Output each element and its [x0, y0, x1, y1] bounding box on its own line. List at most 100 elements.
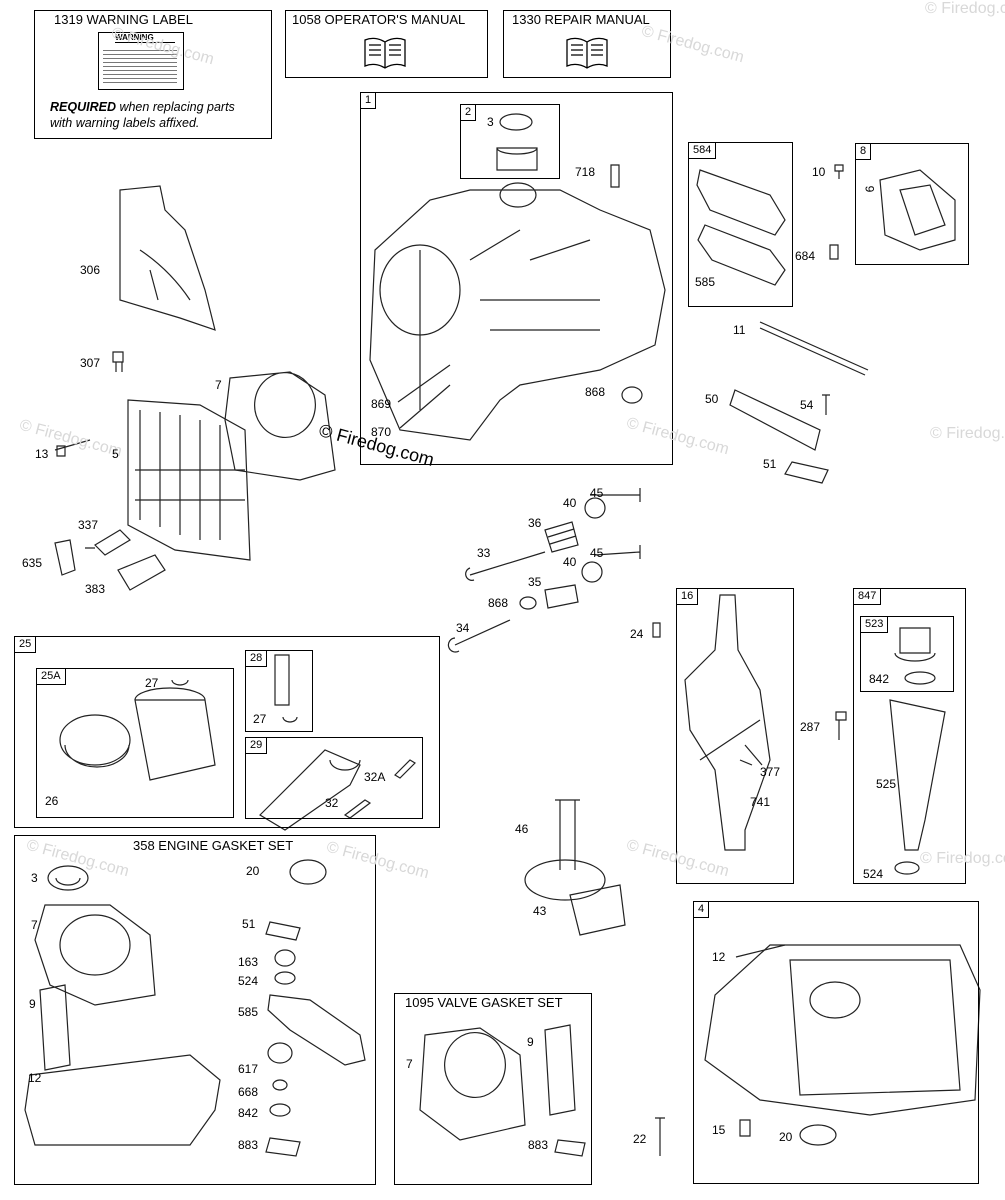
part-383[interactable]: 383	[85, 582, 106, 596]
camshaft-46	[524, 799, 606, 901]
part-27[interactable]: 27	[253, 712, 267, 726]
part-45[interactable]: 45	[590, 486, 604, 500]
group-tag-2: 2	[460, 104, 477, 121]
part-15[interactable]: 15	[712, 1123, 726, 1137]
valve-set-part-9[interactable]: 9	[527, 1035, 534, 1049]
part-36[interactable]: 36	[528, 516, 542, 530]
valve-set-part-883[interactable]: 883	[528, 1138, 549, 1152]
part-287[interactable]: 287	[800, 720, 821, 734]
part-868[interactable]: 868	[585, 385, 606, 399]
part-869[interactable]: 869	[371, 397, 392, 411]
part-45[interactable]: 45	[590, 546, 604, 560]
spring-36	[544, 521, 579, 553]
part-43[interactable]: 43	[533, 904, 547, 918]
part-585[interactable]: 585	[695, 275, 716, 289]
leader-869	[397, 364, 451, 403]
seal-3	[47, 865, 89, 891]
oring-842-set	[269, 1103, 291, 1117]
part-635[interactable]: 635	[22, 556, 43, 570]
part-842[interactable]: 842	[869, 672, 890, 686]
group-tag-4: 4	[693, 901, 710, 918]
engine-gasket-set-title: 358 ENGINE GASKET SET	[133, 838, 294, 853]
part-5[interactable]: 5	[112, 447, 119, 461]
part-20[interactable]: 20	[779, 1130, 793, 1144]
gasket-set-part-12[interactable]: 12	[28, 1071, 42, 1085]
part-868[interactable]: 868	[488, 596, 509, 610]
seal-20	[289, 859, 327, 885]
part-12[interactable]: 12	[712, 950, 726, 964]
gasket-set-part-163[interactable]: 163	[238, 955, 259, 969]
gasket-set-part-3[interactable]: 3	[31, 871, 38, 885]
group-29-box	[245, 737, 423, 819]
head-gasket-7	[224, 371, 336, 481]
group-tag-584: 584	[688, 142, 717, 159]
plug-868	[621, 386, 643, 404]
group-2-box	[460, 104, 560, 179]
gasket-set-part-617[interactable]: 617	[238, 1062, 259, 1076]
valve-34	[447, 619, 511, 653]
watermark-faint-3: © Firedog.com	[925, 0, 1005, 17]
part-684[interactable]: 684	[795, 249, 816, 263]
part-22[interactable]: 22	[633, 1132, 647, 1146]
part-524[interactable]: 524	[863, 867, 884, 881]
part-27[interactable]: 27	[145, 676, 159, 690]
armature-383	[117, 554, 166, 591]
plug-15	[739, 1119, 751, 1137]
part-3[interactable]: 3	[487, 115, 494, 129]
part-40[interactable]: 40	[563, 496, 577, 510]
part-377[interactable]: 377	[760, 765, 781, 779]
part-10[interactable]: 10	[812, 165, 826, 179]
operators-manual-box	[285, 10, 488, 78]
gasket-set-part-524[interactable]: 524	[238, 974, 259, 988]
part-337[interactable]: 337	[78, 518, 99, 532]
part-32[interactable]: 32	[325, 796, 339, 810]
oring-617	[267, 1042, 293, 1064]
part-13[interactable]: 13	[35, 447, 49, 461]
group-tag-28: 28	[245, 650, 268, 667]
group-tag-8: 8	[855, 143, 872, 160]
part-741[interactable]: 741	[750, 795, 771, 809]
valve-set-part-7[interactable]: 7	[406, 1057, 413, 1071]
part-46[interactable]: 46	[515, 822, 529, 836]
part-50[interactable]: 50	[705, 392, 719, 406]
part-307[interactable]: 307	[80, 356, 101, 370]
part-26[interactable]: 26	[45, 794, 59, 808]
gasket-7-set	[34, 904, 156, 1006]
part-525[interactable]: 525	[876, 777, 897, 791]
gasket-12-set	[24, 1054, 221, 1146]
part-35[interactable]: 35	[528, 575, 542, 589]
part-9[interactable]: 9	[862, 185, 877, 193]
valve-45b	[594, 545, 641, 559]
part-11[interactable]: 11	[733, 323, 746, 337]
gasket-set-part-842[interactable]: 842	[238, 1106, 259, 1120]
gasket-set-part-668[interactable]: 668	[238, 1085, 259, 1099]
group-4-box	[693, 901, 979, 1184]
part-870[interactable]: 870	[371, 425, 392, 439]
gasket-set-part-585[interactable]: 585	[238, 1005, 259, 1019]
group-tag-847: 847	[853, 588, 882, 605]
bolt-32A	[394, 759, 416, 779]
engine-gasket-set-box	[14, 835, 376, 1185]
part-32A[interactable]: 32A	[364, 770, 386, 784]
governor-43	[569, 884, 626, 936]
part-718[interactable]: 718	[575, 165, 596, 179]
part-33[interactable]: 33	[477, 546, 491, 560]
gasket-163	[274, 949, 296, 967]
part-51[interactable]: 51	[763, 457, 777, 471]
part-306[interactable]: 306	[80, 263, 101, 277]
gasket-set-part-9[interactable]: 9	[29, 997, 36, 1011]
intake-gasket-584	[696, 169, 786, 286]
gasket-set-part-51[interactable]: 51	[242, 917, 256, 931]
part-34[interactable]: 34	[456, 621, 470, 635]
part-40[interactable]: 40	[563, 555, 577, 569]
gasket-set-part-7[interactable]: 7	[31, 918, 38, 932]
part-54[interactable]: 54	[800, 398, 814, 412]
part-24[interactable]: 24	[630, 627, 644, 641]
gasket-set-part-883[interactable]: 883	[238, 1138, 259, 1152]
part-7[interactable]: 7	[215, 378, 222, 392]
sump-4	[704, 944, 981, 1116]
gasket-set-part-20[interactable]: 20	[246, 864, 260, 878]
leader-741	[739, 759, 753, 766]
group-tag-25: 25	[14, 636, 37, 653]
gasket-7-valve	[419, 1027, 526, 1141]
